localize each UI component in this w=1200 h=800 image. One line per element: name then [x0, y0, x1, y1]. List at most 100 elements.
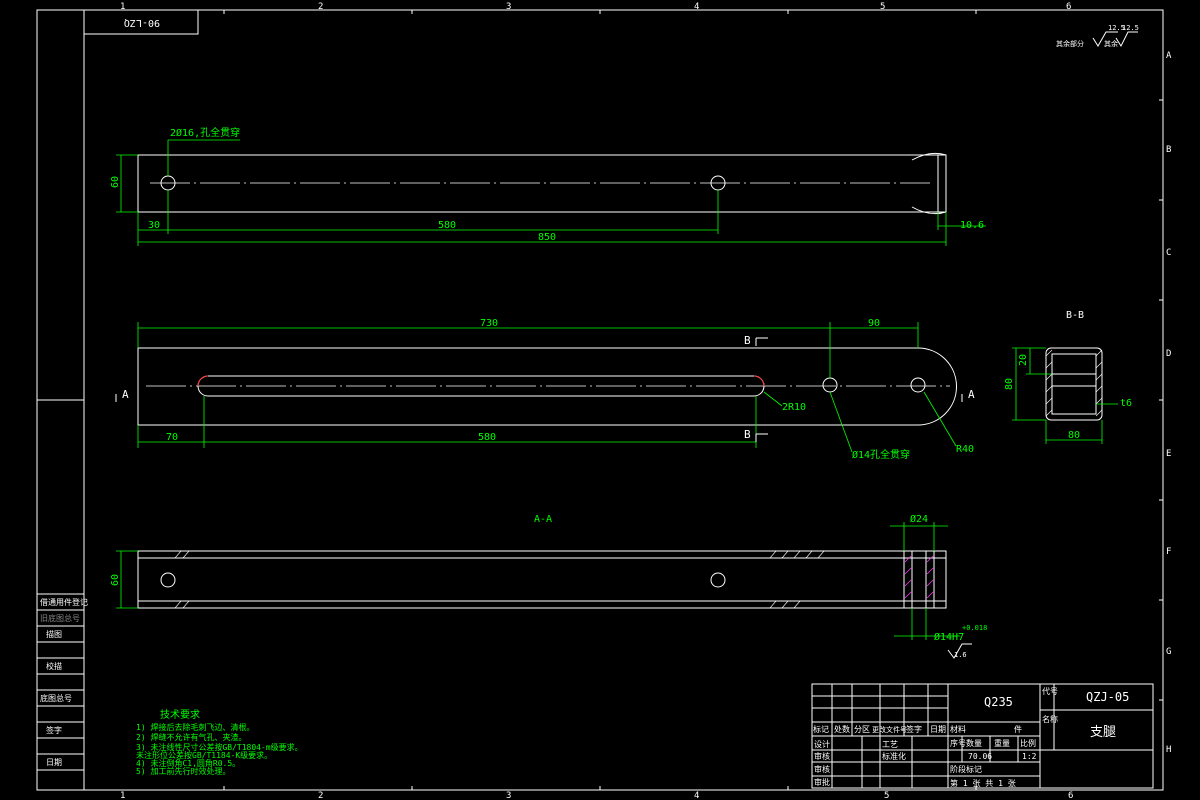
side-label-2: 描图	[46, 629, 62, 639]
section-mark-b-top: B	[744, 334, 751, 347]
tech-line-6: 5) 加工前先行时效处理。	[136, 766, 230, 776]
section-aa-dim-tolerance: +0.018	[962, 624, 987, 632]
tb-material: Q235	[984, 695, 1013, 709]
tb-role-3: 审批	[814, 777, 830, 787]
tb-change-header-5: 日期	[930, 725, 946, 734]
top-dim-middle: 580	[438, 220, 456, 231]
tb-role-2: 审核	[814, 764, 830, 774]
section-aa-outer	[137, 550, 947, 609]
side-label-1: 旧底图总号	[40, 613, 80, 623]
top-dim-height: 60	[110, 176, 121, 188]
section-bb: B-B	[1004, 310, 1132, 444]
corner-tag: 90-LZQ	[124, 17, 160, 28]
section-bb-title: B-B	[1066, 310, 1084, 321]
middle-view-outline	[137, 347, 957, 426]
top-view-outline	[137, 154, 947, 213]
tb-change-header-3: 更改文件号	[872, 725, 907, 734]
section-aa-roughness-symbol	[947, 643, 972, 659]
tb-drawing-code: QZJ-05	[1086, 690, 1129, 704]
top-dim-left: 30	[148, 220, 160, 231]
middle-view: 730 90 70 580 2R10 Ø14孔全贯穿 R40 B B A A	[115, 318, 975, 461]
tech-line-2: 2) 焊缝不允许有气孔、夹渣。	[136, 732, 246, 742]
tb-info-header-1: 数量	[966, 738, 982, 748]
col-label-3: 3	[506, 2, 511, 12]
roughness-right-value: 12.5	[1122, 24, 1139, 32]
tb-sheet-label: 第 1 张 共 1 张	[950, 778, 1016, 788]
row-label-a: A	[1166, 51, 1172, 61]
section-aa-dim-height: 60	[110, 574, 121, 586]
tech-line-3: 3) 未注线性尺寸公差按GB/T1804-m级要求。	[136, 742, 303, 752]
middle-dim-short: 90	[868, 318, 880, 329]
section-aa-dim-diameter: Ø24	[910, 513, 928, 525]
roughness-left-value: 12.5	[1108, 24, 1125, 32]
tb-info-header-3: 比例	[1020, 738, 1036, 748]
roughness-symbol-left	[1092, 31, 1118, 47]
row-label-d: D	[1166, 349, 1171, 359]
tb-version: 70.06	[968, 752, 992, 761]
section-bb-inner	[1051, 353, 1097, 415]
col-label-b3: 3	[506, 791, 511, 800]
col-label-b2: 2	[318, 791, 323, 800]
row-label-f: F	[1166, 547, 1171, 557]
roughness-symbol-right	[1115, 31, 1138, 48]
col-label-5: 5	[880, 2, 885, 12]
tb-info-header-2: 重量	[994, 738, 1010, 748]
tb-name-label: 名称	[1042, 714, 1058, 724]
tb-scale: 1:2	[1022, 752, 1037, 761]
tb-material-header: 材料	[950, 724, 966, 734]
row-label-c: C	[1166, 248, 1171, 258]
side-label-3: 校描	[46, 661, 62, 671]
tech-line-5: 4) 未注倒角C1,圆角R0.5。	[136, 758, 240, 768]
tb-change-header-0: 标记	[813, 724, 829, 734]
tb-change-header-4: 签字	[906, 724, 922, 734]
side-label-6: 日期	[46, 758, 62, 767]
col-label-b6: 6	[1068, 791, 1073, 800]
side-strip: 借通用件登记 旧底图总号 描图 校描 底图总号 签字 日期	[37, 593, 88, 771]
tb-part-name: 支腿	[1090, 725, 1116, 740]
middle-hole-right	[910, 377, 926, 393]
middle-end-radius: R40	[956, 444, 974, 455]
section-aa: A-A	[110, 513, 987, 659]
row-label-b: B	[1166, 145, 1171, 155]
tb-role-mid-1: 标准化	[882, 751, 906, 761]
col-label-1: 1	[120, 2, 125, 12]
section-aa-bushing	[903, 550, 935, 609]
section-bb-dim-thickness: t6	[1120, 398, 1132, 409]
section-aa-hole-right	[710, 572, 726, 588]
section-bb-dim-height: 80	[1004, 378, 1015, 390]
tech-title: 技术要求	[160, 708, 200, 721]
top-dim-right: 10.6	[960, 220, 984, 231]
top-hole-note: 2Ø16,孔全贯穿	[170, 126, 240, 139]
col-label-b1: 1	[120, 791, 125, 800]
drawing-frame	[36, 9, 1164, 791]
section-aa-hole-left	[160, 572, 176, 588]
top-dim-total: 850	[538, 232, 556, 243]
section-aa-roughness-value: 1.6	[954, 651, 967, 659]
roughness-left-label: 其余部分	[1056, 39, 1084, 48]
tb-role-mid-0: 工艺	[882, 740, 898, 749]
title-block: 标记 处数 分区 更改文件号 签字 日期 设计 审核 审核 审批 工艺 标准化 …	[811, 683, 1154, 789]
tb-change-header-2: 分区	[854, 725, 870, 734]
tb-role-1: 审核	[814, 751, 830, 761]
side-label-0: 借通用件登记	[40, 597, 88, 607]
tb-change-header-1: 处数	[834, 724, 850, 734]
side-label-4: 底图总号	[40, 693, 72, 703]
row-label-e: E	[1166, 449, 1171, 459]
col-label-b5: 5	[884, 791, 889, 800]
section-bb-outer	[1045, 347, 1103, 421]
row-label-g: G	[1166, 647, 1171, 657]
roughness-symbols: 12.5 其余部分 12.5 其余	[1056, 24, 1139, 48]
roughness-right-label: 其余	[1104, 39, 1118, 48]
tb-code-label: 代号	[1042, 686, 1058, 696]
tech-line-1: 1) 焊接后去除毛刺飞边、清根。	[136, 722, 254, 732]
middle-hole-note: Ø14孔全贯穿	[852, 448, 910, 461]
col-label-b4: 4	[694, 791, 699, 800]
col-label-2: 2	[318, 2, 323, 12]
middle-hole-left	[822, 377, 838, 393]
middle-slot-radius: 2R10	[782, 402, 806, 413]
tech-line-4: 未注形位公差按GB/T1184-K级要求。	[136, 750, 272, 760]
middle-dim-slot: 580	[478, 432, 496, 443]
col-label-6: 6	[1066, 2, 1071, 12]
top-view: 2Ø16,孔全贯穿 60 30 580 850 10.6	[110, 126, 986, 246]
